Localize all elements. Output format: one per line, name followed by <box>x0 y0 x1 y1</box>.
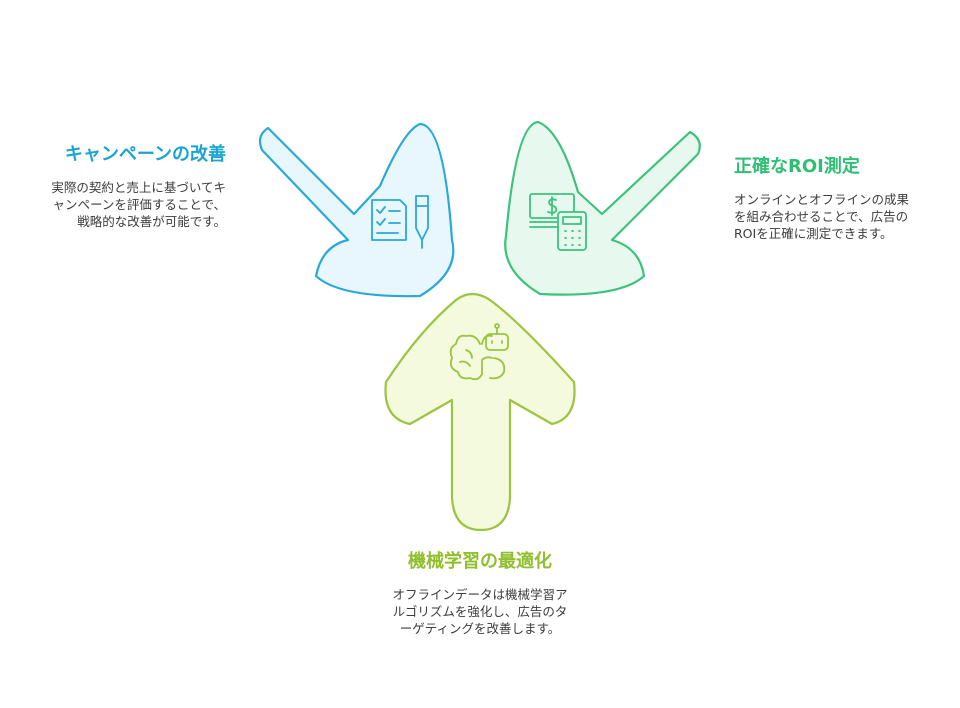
campaign-arrow <box>258 122 455 298</box>
roi-arrow <box>504 120 701 296</box>
ml-arrow <box>384 292 576 532</box>
campaign-text-block: キャンペーンの改善 実際の契約と売上に基づいてキャンペーンを評価することで、戦略… <box>50 143 226 230</box>
roi-title: 正確なROI測定 <box>734 156 860 177</box>
ml-description: オフラインデータは機械学習アルゴリズムを強化し、広告のターゲティングを改善します… <box>392 587 568 636</box>
roi-text-block: 正確なROI測定 オンラインとオフラインの成果を組み合わせることで、広告のROI… <box>734 155 912 242</box>
checklist-pen-icon <box>371 195 429 249</box>
campaign-title: キャンペーンの改善 <box>64 144 226 165</box>
ml-title: 機械学習の最適化 <box>408 551 552 572</box>
money-calculator-icon <box>529 193 587 251</box>
roi-description: オンラインとオフラインの成果を組み合わせることで、広告のROIを正確に測定できま… <box>734 192 910 241</box>
campaign-description: 実際の契約と売上に基づいてキャンペーンを評価することで、戦略的な改善が可能です。 <box>51 180 226 229</box>
ml-text-block: 機械学習の最適化 オフラインデータは機械学習アルゴリズムを強化し、広告のターゲテ… <box>390 550 570 637</box>
brain-robot-icon <box>449 323 509 381</box>
